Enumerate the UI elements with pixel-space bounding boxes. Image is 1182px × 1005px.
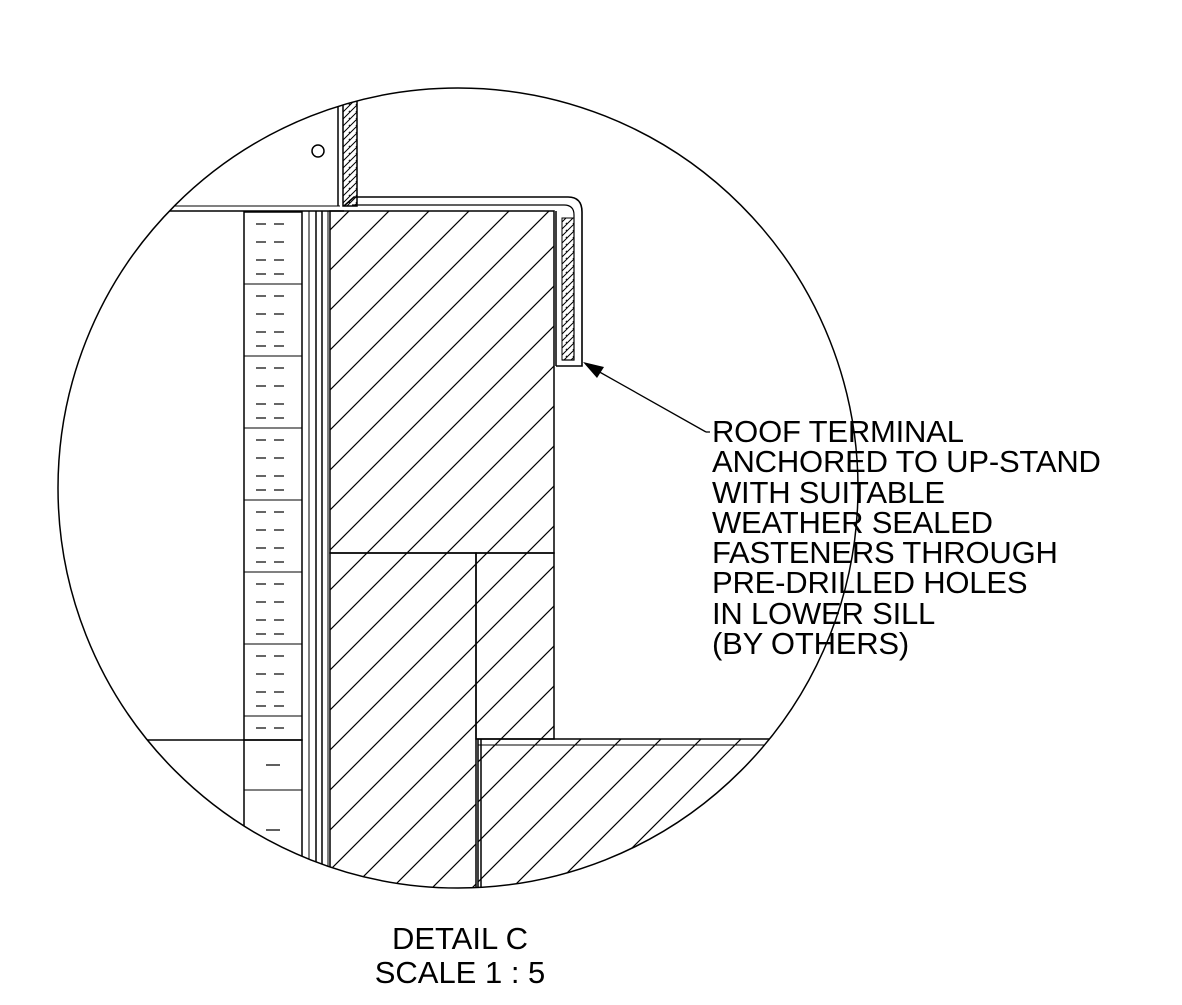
callout-line: (BY OTHERS) (712, 626, 910, 662)
fixing-hole (170, 136, 182, 148)
callout-line: ROOF TERMINAL (712, 414, 964, 449)
detail-scale: SCALE 1 : 5 (374, 955, 546, 990)
callout-note: ROOF TERMINAL ANCHORED TO UP-STAND WITH … (712, 414, 1182, 662)
callout-leader (583, 362, 710, 433)
detail-title: DETAIL C (391, 921, 529, 956)
callout-line: WITH SUITABLE (712, 474, 945, 510)
upstand-timber (329, 210, 555, 554)
roof-terminal-cap (343, 196, 583, 367)
callout-line: FASTENERS THROUGH (712, 535, 1058, 571)
callout-line: ANCHORED TO UP-STAND (712, 444, 1101, 480)
callout-line: WEATHER SEALED (712, 504, 993, 540)
detail-circle-content (58, 88, 809, 888)
insulation-blocks (243, 211, 303, 741)
fixing-hole (311, 144, 325, 158)
callout-line: PRE-DRILLED HOLES (712, 565, 1028, 601)
detail-caption: DETAIL C SCALE 1 : 5 (330, 922, 590, 990)
roof-deck-slab (477, 738, 809, 888)
callout-line: IN LOWER SILL (712, 595, 936, 631)
detail-boundary-circle (57, 87, 859, 889)
upstand-flange (342, 88, 358, 207)
